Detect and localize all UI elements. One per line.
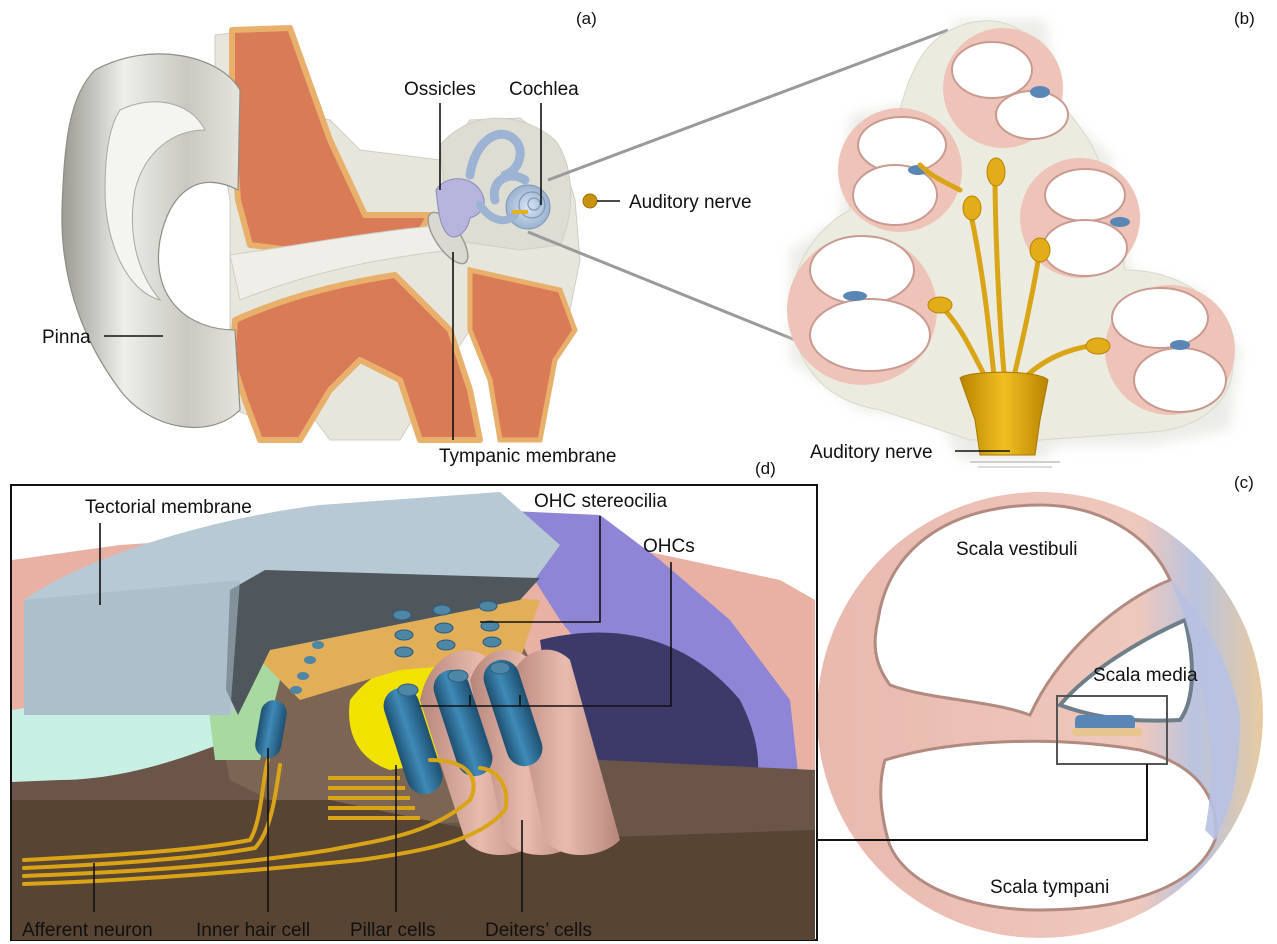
soft-tissue-upper bbox=[232, 28, 430, 250]
label-inner-hair-cell: Inner hair cell bbox=[196, 920, 310, 941]
label-scala-tympani: Scala tympani bbox=[990, 877, 1109, 898]
panel-d-organ-of-corti: (d) Tectorial membrane OHC stereocilia O… bbox=[11, 459, 817, 941]
label-pillar-cells: Pillar cells bbox=[350, 920, 436, 941]
cochlear-turn-left-lower bbox=[787, 235, 937, 385]
label-scala-vestibuli: Scala vestibuli bbox=[956, 539, 1077, 560]
cochlear-turn-left-upper bbox=[838, 108, 962, 232]
label-afferent-neuron: Afferent neuron bbox=[22, 920, 153, 941]
cochlear-turn-right-lower bbox=[1105, 285, 1235, 415]
panel-b-cochlea-section: (b) Auditory nerve bbox=[787, 9, 1255, 467]
panel-label-b: (b) bbox=[1234, 9, 1255, 28]
panel-label-c: (c) bbox=[1234, 473, 1254, 492]
label-auditory-nerve-a: Auditory nerve bbox=[629, 192, 752, 213]
label-pinna: Pinna bbox=[42, 327, 91, 348]
label-tectorial-membrane: Tectorial membrane bbox=[85, 497, 252, 518]
panel-label-a: (a) bbox=[576, 9, 597, 28]
label-deiters-cells: Deiters’ cells bbox=[485, 920, 592, 941]
label-ohcs: OHCs bbox=[643, 536, 695, 557]
tectorial-membrane-side bbox=[24, 580, 240, 715]
lower-bone-fragment bbox=[470, 270, 575, 440]
label-scala-media: Scala media bbox=[1093, 665, 1198, 686]
panel-label-d: (d) bbox=[755, 459, 776, 478]
label-cochlea: Cochlea bbox=[509, 79, 579, 100]
label-auditory-nerve-b: Auditory nerve bbox=[810, 442, 933, 463]
auditory-nerve-end bbox=[583, 194, 597, 208]
label-tympanic-membrane: Tympanic membrane bbox=[439, 446, 616, 467]
panel-c-duct-section: (c) Scala vestibuli Scala media Scala ty… bbox=[817, 473, 1263, 938]
panel-a-ear-section: (a) Ossicles Cochlea Auditory nerve Pinn… bbox=[42, 9, 752, 467]
label-ohc-stereocilia: OHC stereocilia bbox=[534, 491, 667, 512]
label-ossicles: Ossicles bbox=[404, 79, 476, 100]
cochlea-spiral-outer bbox=[506, 185, 550, 229]
organ-of-corti-small-tm bbox=[1072, 728, 1142, 736]
